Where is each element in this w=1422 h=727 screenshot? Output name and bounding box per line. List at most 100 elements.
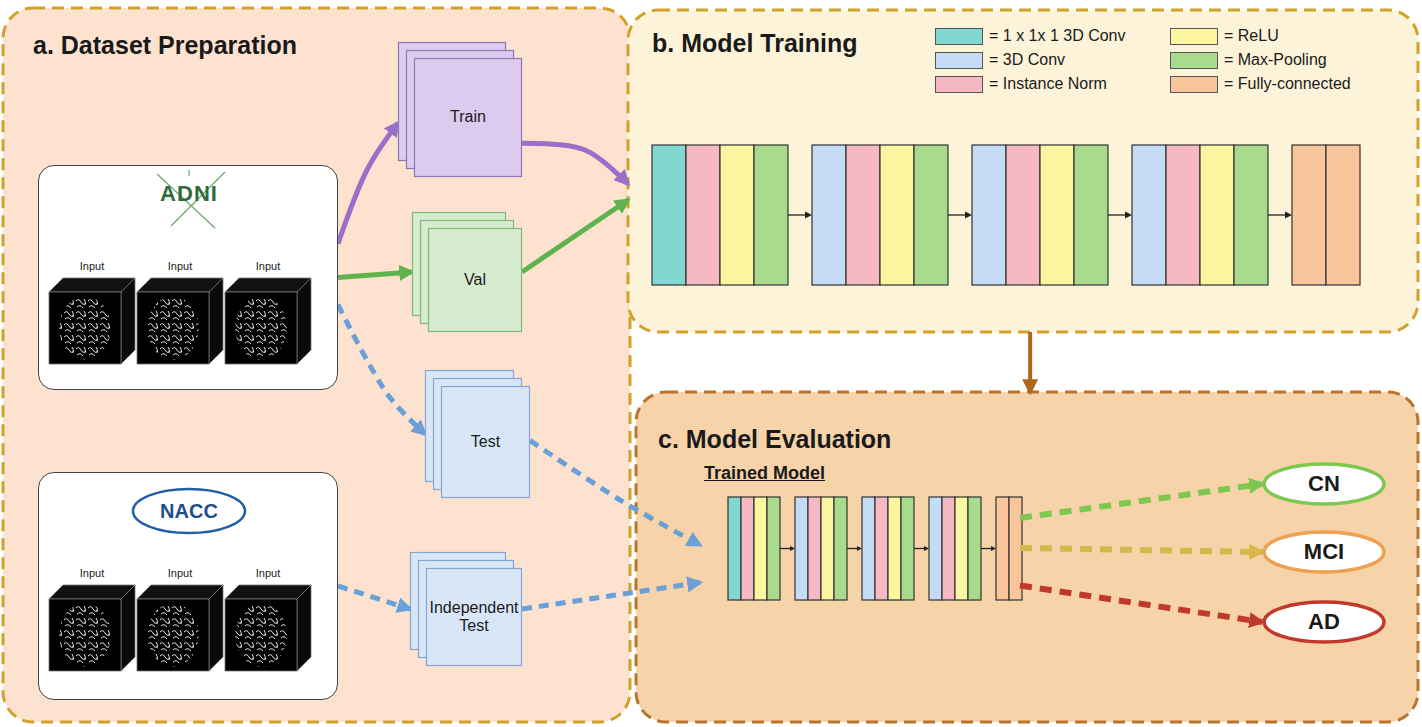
cube-face (49, 585, 135, 599)
legend-text: = Fully-connected (1224, 75, 1351, 93)
layer-block (834, 497, 847, 600)
model-box: Trained Model (700, 458, 1020, 608)
layer-arrow (847, 548, 857, 549)
text-slot: ADNI (129, 178, 249, 210)
layer-arrow (981, 548, 991, 549)
flow-arrow (338, 272, 412, 278)
layer-block (728, 497, 741, 600)
layer-block (846, 145, 880, 285)
cube-face (49, 292, 121, 364)
input-label: Input (256, 567, 280, 580)
layer-arrowhead (805, 212, 812, 219)
node-label: Train (450, 108, 486, 126)
cube-face (297, 278, 311, 364)
node-label: Independent Test (426, 599, 522, 636)
text-slot: Independent Test (426, 568, 522, 666)
text-slot: Input (137, 565, 223, 581)
layer-block (812, 145, 846, 285)
cube-face (209, 585, 223, 671)
flow-arrow (1020, 548, 1262, 552)
cube-face (209, 278, 223, 364)
layer-block (686, 145, 720, 285)
node-label: AD (1308, 609, 1340, 634)
class-outline (1264, 464, 1384, 504)
layer-block (1234, 145, 1268, 285)
stack-card (427, 569, 522, 666)
panel-heading: c. Model Evaluation (658, 425, 891, 454)
legend-text: = Max-Pooling (1224, 51, 1327, 69)
node-label: Test (471, 433, 500, 451)
class-ellipse: MCI (1262, 530, 1386, 574)
panel-heading: b. Model Training (652, 29, 858, 58)
text-slot: a. Dataset Preparation (33, 28, 433, 62)
panel-ground (636, 392, 1418, 722)
layer-block (1132, 145, 1166, 285)
cube-face (225, 585, 311, 599)
logo-ring (133, 489, 245, 533)
legend-swatch (935, 76, 983, 93)
input-label: Input (80, 567, 104, 580)
text-slot: Input (225, 565, 311, 581)
layer-block (942, 497, 955, 600)
dataset-stack: Train (398, 42, 522, 177)
fc-layer (1326, 145, 1360, 285)
layer-block (875, 497, 888, 600)
flow-arrow (522, 583, 700, 610)
layer-arrow (1268, 214, 1285, 215)
layer-block (968, 497, 981, 600)
logo-lines (157, 170, 225, 228)
node-label: MCI (1304, 539, 1344, 564)
layer-arrow (1108, 214, 1125, 215)
image-box: ADNIInputInputInput (38, 165, 338, 390)
cube-face (137, 585, 223, 599)
brain-slice (235, 603, 287, 666)
node-label: Trained Model (704, 463, 825, 484)
legend-swatch (1170, 28, 1218, 45)
layer-block (821, 497, 834, 600)
flow-arrow (530, 440, 700, 545)
stack-card (442, 387, 530, 498)
layer-block (880, 145, 914, 285)
text-slot: Input (137, 258, 223, 274)
legend-text: = ReLU (1224, 27, 1279, 45)
class-ellipse: CN (1262, 462, 1386, 506)
layer-block (862, 497, 875, 600)
layer-block (741, 497, 754, 600)
input-label: Input (168, 567, 192, 580)
layer-block (901, 497, 914, 600)
layer-block (914, 145, 948, 285)
layer-block (972, 145, 1006, 285)
cube-face (137, 292, 209, 364)
brain-slice (59, 296, 111, 359)
legend-swatch (1170, 52, 1218, 69)
flow-arrow (1020, 484, 1262, 518)
layer-block (1006, 145, 1040, 285)
legend-swatch (935, 28, 983, 45)
text-slot: Input (49, 565, 135, 581)
input-label: Input (256, 260, 280, 273)
panel-ground (3, 8, 630, 722)
node-label: NACC (160, 500, 218, 523)
stack-card (429, 229, 522, 332)
text-slot: AD (1262, 600, 1386, 644)
cube-face (137, 599, 209, 671)
panel-ground (628, 10, 1418, 332)
layer-block (808, 497, 821, 600)
layer-arrowhead (857, 546, 862, 551)
layer-block (1166, 145, 1200, 285)
text-slot: Trained Model (704, 460, 864, 486)
text-slot: CN (1262, 462, 1386, 506)
panel: Trained Model CN MCI AD c. Model Evaluation (636, 392, 1418, 722)
class-outline (1264, 602, 1384, 642)
layer-block (795, 497, 808, 600)
layer-arrowhead (790, 546, 795, 551)
layer-arrowhead (1125, 212, 1132, 219)
cube-face (137, 278, 223, 292)
cube-face (297, 585, 311, 671)
layer-arrowhead (1285, 212, 1292, 219)
text-slot: NACC (139, 495, 239, 527)
cube-face (49, 278, 135, 292)
layer-block (767, 497, 780, 600)
legend-text: = 3D Conv (989, 51, 1065, 69)
